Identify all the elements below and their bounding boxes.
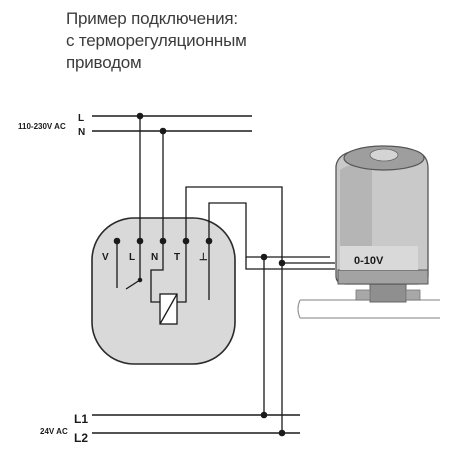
valve-pipe (297, 281, 440, 319)
junction-n (159, 127, 167, 135)
mains-voltage-label: 110-230V AC (18, 122, 66, 131)
terminal-t-label: T (174, 252, 180, 263)
bus-l2-label: L2 (74, 431, 88, 445)
junction-actuator-2 (278, 259, 286, 267)
diagram-title: Пример подключения: с терморегуляционным… (66, 8, 366, 74)
terminal-v-label: V (102, 252, 109, 263)
thermostat-terminal-labels: V L N T ⊥ (102, 252, 208, 263)
title-line-2: с терморегуляционным (66, 31, 247, 50)
mains-l-label: L (78, 113, 84, 124)
signal-wires (185, 186, 335, 433)
low-voltage-label: 24V AC (40, 427, 68, 436)
thermostat-internal-wiring (116, 241, 210, 325)
switch-contact (125, 279, 141, 290)
actuator-signal-label: 0-10V (354, 255, 384, 267)
title-line-3: приводом (66, 53, 142, 72)
mains-bus: 110-230V AC L N (18, 113, 252, 138)
junction-actuator-1 (260, 253, 268, 261)
junction-l1 (260, 411, 268, 419)
mains-n-label: N (78, 127, 85, 138)
low-voltage-bus: 24V AC L1 L2 (40, 411, 300, 445)
thermal-actuator: 0-10V (335, 145, 429, 285)
terminal-ground-label: ⊥ (199, 252, 208, 263)
terminal-l-label: L (129, 252, 135, 263)
junction-l2 (278, 429, 286, 437)
mains-to-thermostat-wires (136, 112, 167, 241)
junction-l (136, 112, 144, 120)
terminal-n-label: N (151, 252, 158, 263)
title-line-1: Пример подключения: (66, 9, 238, 28)
bus-l1-label: L1 (74, 412, 88, 426)
